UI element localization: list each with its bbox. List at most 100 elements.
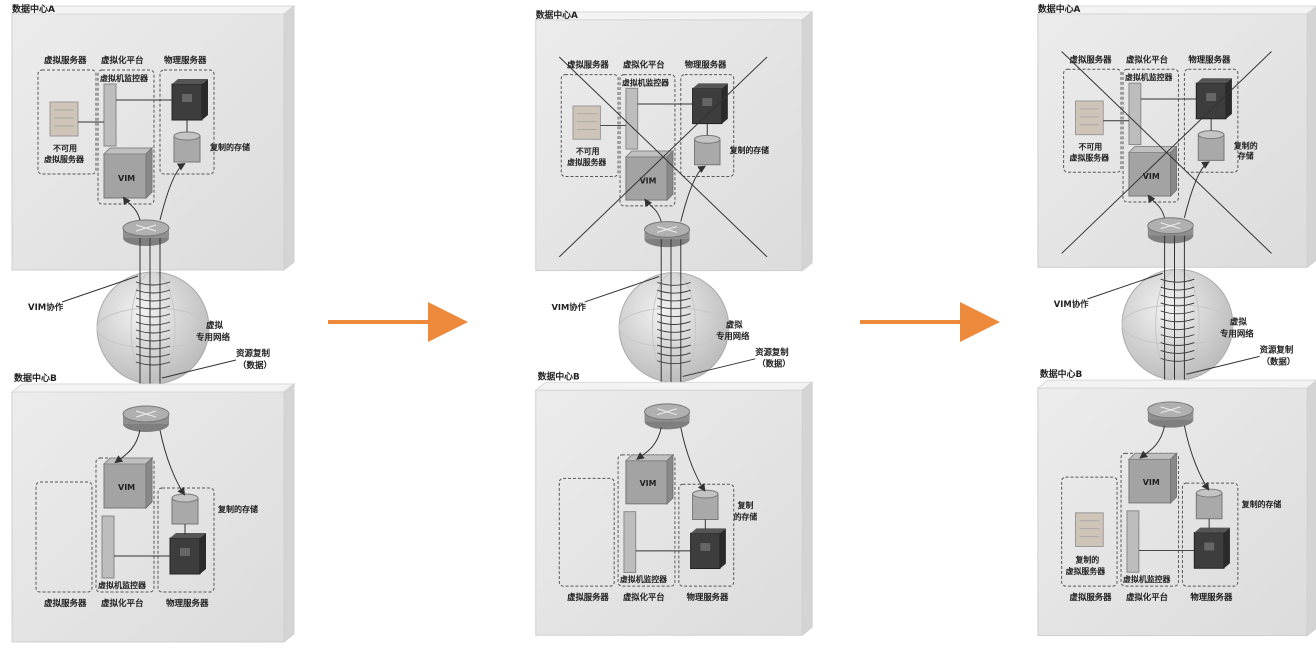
- dc-b-replicated-server-icon: [1075, 512, 1104, 547]
- dc-b-router-icon: [1147, 401, 1194, 428]
- replication-label-line2: （数据）: [1262, 356, 1296, 366]
- dc-a-vim-label: VIM: [640, 176, 657, 185]
- dc-a-virtual-servers-zone: [37, 69, 97, 175]
- dc-b-virtualization-platform-label: 虚拟化平台: [101, 598, 144, 609]
- dc-a-unavailable-server-label: 虚拟服务器: [567, 157, 606, 167]
- dc-a-physical-server-icon: [1195, 78, 1232, 120]
- datacenter-b: 数据中心B VIM 复制的存: [1036, 368, 1316, 637]
- dc-b-virtual-servers-label: 虚拟服务器: [1070, 592, 1113, 602]
- dc-a-storage-label: 复制的存储: [729, 145, 769, 155]
- dc-b-physical-server-icon: [169, 533, 206, 575]
- datacenter-a: 数据中心A 虚拟服务器 虚拟化平台 物理服务器 虚拟机监控器 不可用 虚拟服务器: [534, 9, 814, 272]
- datacenter-a-title: 数据中心A: [536, 9, 578, 21]
- dc-a-vim-icon: [1127, 145, 1178, 198]
- dc-a-unavailable-server-icon: [572, 105, 601, 140]
- panel-after-failover: 数据中心A 虚拟服务器 虚拟化平台 物理服务器 虚拟机监控器 不可用 虚拟服务器: [1036, 3, 1316, 637]
- datacenter-a-title: 数据中心A: [1038, 3, 1081, 15]
- dc-a-unavailable-label: 不可用: [53, 144, 77, 153]
- datacenter-b: 数据中心B VIM 复制: [534, 370, 814, 637]
- dc-b-physical-zone: [678, 483, 735, 587]
- dc-b-physical-servers-label: 物理服务器: [166, 598, 209, 609]
- dc-b-hypervisor-label: 虚拟机监控器: [1123, 574, 1171, 584]
- datacenter-b: 数据中心B VIM 复制的存: [10, 372, 296, 644]
- dc-b-router-icon: [122, 405, 170, 432]
- replication-label-line2: （数据）: [757, 359, 790, 369]
- panel-before-failure: 数据中心A 虚拟服务器 虚拟化平台 物理服务器 虚拟机监控器 不可用 虚拟服务器: [10, 3, 296, 644]
- virtual-private-network: VIM协作 虚拟 专用网络 资源复制 （数据）: [1054, 161, 1296, 400]
- dc-b-hypervisor-icon: [623, 511, 637, 573]
- dc-b-physical-servers-label: 物理服务器: [1190, 592, 1233, 602]
- dc-b-virtual-servers-label: 虚拟服务器: [567, 592, 609, 602]
- dc-b-router-icon: [644, 403, 691, 430]
- dc-b-storage-icon: [692, 489, 719, 521]
- dc-b-hypervisor-icon: [1126, 510, 1140, 573]
- dc-b-hypervisor-label: 虚拟机监控器: [98, 580, 147, 590]
- dc-a-hypervisor-label: 虚拟机监控器: [100, 73, 149, 83]
- dc-a-storage-label: 复制的存储: [209, 142, 250, 152]
- dc-a-router-icon: [122, 219, 170, 246]
- vpn-label-line2: 专用网络: [716, 331, 750, 341]
- dc-a-vim-label: VIM: [1143, 172, 1160, 181]
- dc-b-storage-label-line2: 的存储: [734, 512, 758, 522]
- dc-a-virtual-servers-label: 虚拟服务器: [567, 60, 609, 70]
- dc-a-physical-zone: [680, 74, 735, 178]
- dc-a-unavailable-label: 不可用: [1078, 142, 1102, 151]
- dc-b-virtual-servers-zone: [35, 481, 93, 593]
- dc-a-unavailable-server-icon: [49, 101, 79, 137]
- dc-a-failure-cross: [1061, 51, 1272, 254]
- vpn-label-line1: 虚拟: [726, 319, 743, 329]
- dc-b-virtual-servers-zone: [1061, 476, 1118, 587]
- dc-a-physical-servers-label: 物理服务器: [1188, 54, 1231, 64]
- dc-a-vim-icon: [102, 146, 154, 200]
- dc-a-storage-label-line2: 存储: [1237, 150, 1254, 160]
- vim-collaboration-label: VIM协作: [551, 302, 586, 312]
- datacenter-b-title: 数据中心B: [14, 372, 57, 384]
- dc-a-unavailable-server-label: 虚拟服务器: [1070, 152, 1110, 162]
- dc-b-storage-label: 复制的存储: [217, 504, 258, 514]
- dc-b-storage-icon: [1195, 488, 1223, 520]
- dc-b-physical-server-icon: [690, 528, 726, 570]
- dc-a-virtualization-platform-label: 虚拟化平台: [101, 55, 144, 66]
- virtual-private-network: VIM协作 虚拟 专用网络 资源复制 （数据）: [28, 162, 272, 404]
- datacenter-b-title: 数据中心B: [1040, 368, 1083, 380]
- vpn-label-line1: 虚拟: [1230, 317, 1247, 327]
- dc-a-virtual-servers-label: 虚拟服务器: [44, 55, 87, 66]
- dc-b-vim-icon: [1127, 452, 1178, 505]
- dc-b-vim-label: VIM: [118, 483, 135, 492]
- dc-a-unavailable-server-label: 虚拟服务器: [44, 154, 85, 164]
- dc-b-vim-label: VIM: [1143, 478, 1160, 487]
- dc-a-hypervisor-label: 虚拟机监控器: [1125, 72, 1173, 82]
- dc-b-replicated-server-label-line2: 虚拟服务器: [1066, 566, 1106, 576]
- dc-a-hypervisor-icon: [1128, 82, 1142, 146]
- dc-a-physical-zone: [1183, 68, 1239, 173]
- dc-a-vim-icon: [624, 149, 675, 202]
- vpn-label-line2: 专用网络: [1220, 329, 1254, 339]
- dc-b-physical-zone: [157, 487, 215, 593]
- dc-a-physical-zone: [159, 69, 215, 175]
- virtual-private-network: VIM协作 虚拟 专用网络 资源复制 （数据）: [551, 165, 791, 402]
- dc-b-storage-icon: [171, 493, 199, 525]
- replication-label-line1: 资源复制: [236, 348, 271, 359]
- dc-a-unavailable-server-icon: [1075, 100, 1104, 136]
- dc-b-replicated-server-label-line1: 复制的: [1075, 554, 1100, 564]
- datacenter-b-title: 数据中心B: [538, 370, 580, 382]
- dc-a-physical-server-icon: [171, 79, 208, 121]
- dc-a-virtualization-platform-label: 虚拟化平台: [623, 60, 665, 70]
- dc-a-physical-servers-label: 物理服务器: [685, 60, 727, 70]
- dc-b-physical-server-icon: [1193, 527, 1230, 569]
- replication-label-line1: 资源复制: [755, 347, 788, 357]
- dc-a-storage-icon: [173, 131, 201, 163]
- dc-b-physical-zone: [1181, 482, 1239, 587]
- vim-collaboration-label: VIM协作: [1054, 299, 1089, 309]
- vpn-globe-icon: [618, 272, 730, 383]
- dc-a-storage-icon: [1197, 130, 1225, 161]
- dc-b-hypervisor-icon: [101, 515, 115, 579]
- dc-a-physical-servers-label: 物理服务器: [164, 55, 207, 66]
- vpn-label-line1: 虚拟: [206, 320, 224, 331]
- dc-a-virtualization-platform-label: 虚拟化平台: [1126, 54, 1168, 64]
- datacenter-a: 数据中心A 虚拟服务器 虚拟化平台 物理服务器 虚拟机监控器 不可用 虚拟服务器: [10, 3, 296, 272]
- dc-b-virtual-servers-label: 虚拟服务器: [44, 598, 87, 609]
- dc-a-hypervisor-icon: [625, 87, 639, 150]
- dc-a-hypervisor-label: 虚拟机监控器: [622, 77, 669, 87]
- dc-a-storage-icon: [694, 134, 721, 166]
